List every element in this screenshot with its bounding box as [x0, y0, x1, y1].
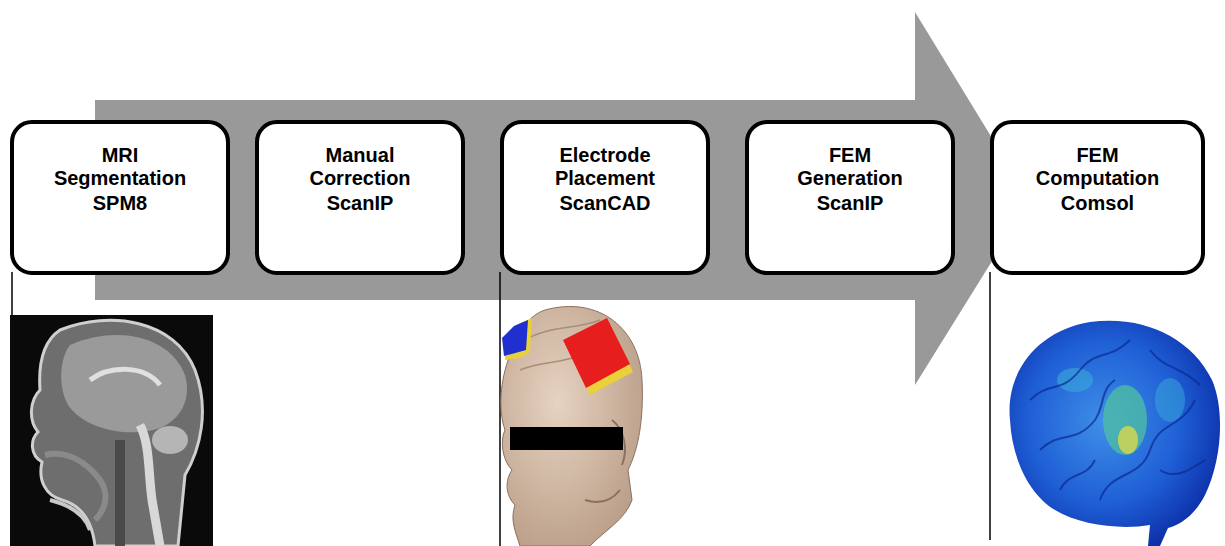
- process-box: MRI SegmentationSPM8: [10, 120, 230, 275]
- leader-line: [989, 272, 991, 540]
- software-name: SPM8: [50, 192, 190, 215]
- step-title: Electrode Placement: [535, 144, 675, 190]
- face-bar: [510, 427, 623, 450]
- box-content: Manual CorrectionScanIP: [259, 124, 461, 225]
- process-box: Manual CorrectionScanIP: [255, 120, 465, 275]
- step-title: FEM Generation: [780, 144, 920, 190]
- step-title: Manual Correction: [290, 144, 430, 190]
- software-name: ScanIP: [780, 192, 920, 215]
- process-box: FEM ComputationComsol: [990, 120, 1205, 275]
- box-content: FEM ComputationComsol: [994, 124, 1201, 225]
- step-title: MRI Segmentation: [50, 144, 190, 190]
- step-title: FEM Computation: [1028, 144, 1168, 190]
- software-name: ScanIP: [290, 192, 430, 215]
- box-content: MRI SegmentationSPM8: [14, 124, 226, 225]
- mri-image: [10, 315, 213, 546]
- brain-model: [1010, 321, 1221, 546]
- process-box: FEM GenerationScanIP: [745, 120, 955, 275]
- software-name: ScanCAD: [535, 192, 675, 215]
- software-name: Comsol: [1028, 192, 1168, 215]
- process-box: Electrode PlacementScanCAD: [500, 120, 710, 275]
- box-content: Electrode PlacementScanCAD: [504, 124, 706, 225]
- box-content: FEM GenerationScanIP: [749, 124, 951, 225]
- head-model: [501, 306, 643, 546]
